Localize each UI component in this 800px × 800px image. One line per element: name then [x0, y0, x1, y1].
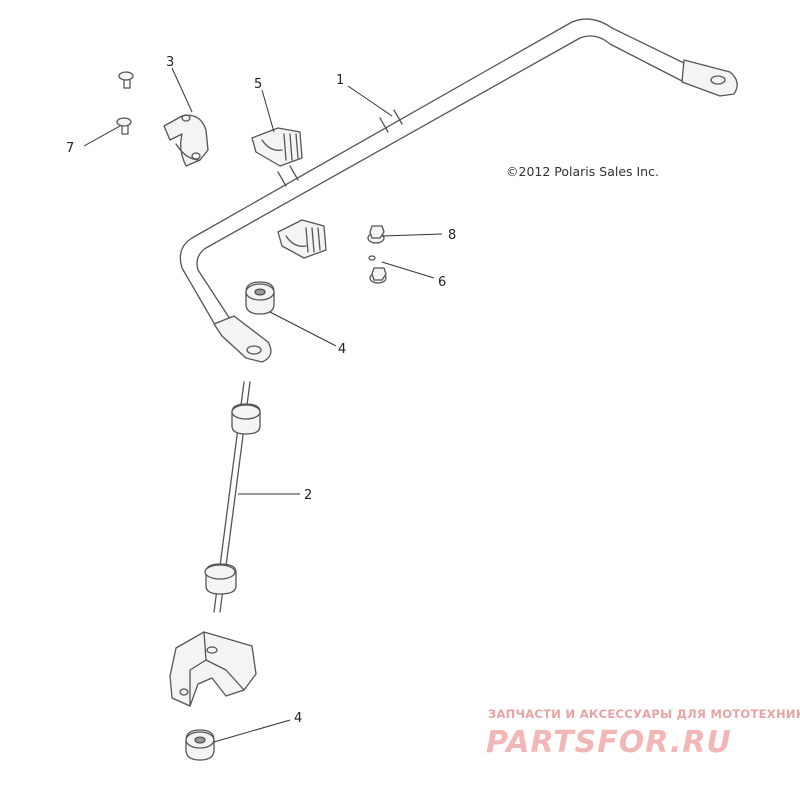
- small-nut: [368, 255, 387, 284]
- copyright-text: ©2012 Polaris Sales Inc.: [506, 164, 659, 179]
- watermark-tagline: ЗАПЧАСТИ И АКСЕССУАРЫ ДЛЯ МОТОТЕХНИКИ: [488, 707, 800, 721]
- flange-nut: [367, 225, 385, 244]
- bushing-lower: [277, 219, 327, 259]
- callout-5: 5: [254, 77, 262, 92]
- clamp-bracket: [163, 114, 209, 167]
- sway-bar: [179, 18, 738, 363]
- bushing-upper: [251, 127, 303, 167]
- watermark-logo: PARTSFOR.RU: [486, 725, 732, 760]
- callout-6: 6: [438, 275, 446, 290]
- grommet-upper: [245, 281, 275, 315]
- grommet-lower: [185, 729, 215, 761]
- leader-lines: [83, 67, 443, 743]
- callout-1: 1: [336, 73, 344, 88]
- callout-2: 2: [304, 488, 312, 503]
- callout-3: 3: [166, 55, 174, 70]
- callout-8: 8: [448, 228, 456, 243]
- bolt-lower: [116, 117, 132, 135]
- link-rod: [204, 381, 261, 613]
- callout-4-upper: 4: [338, 342, 346, 357]
- mount-bracket: [169, 631, 257, 707]
- bolt-upper: [118, 71, 134, 89]
- callout-4-lower: 4: [294, 711, 302, 726]
- callout-7: 7: [66, 141, 74, 156]
